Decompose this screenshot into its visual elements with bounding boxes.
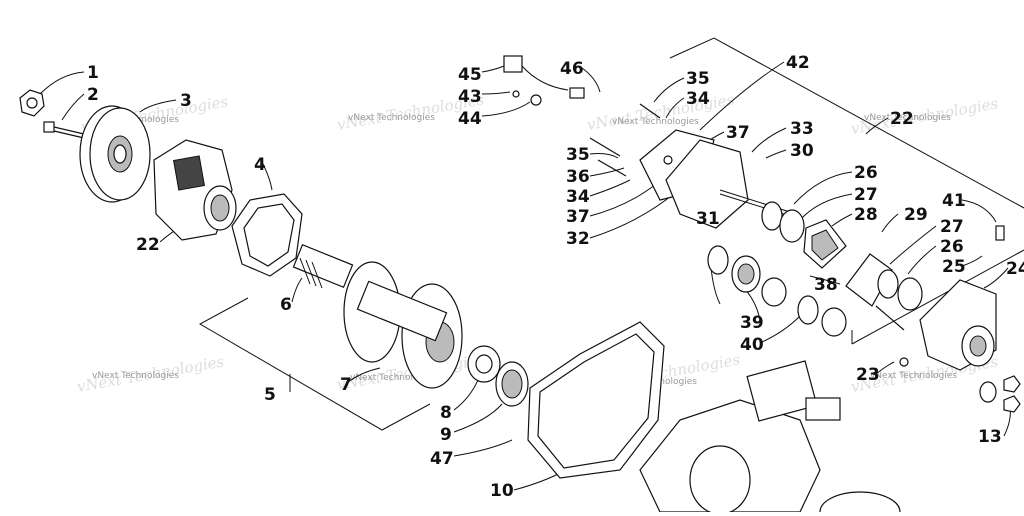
label-36: 36	[566, 167, 590, 187]
label-8: 8	[440, 403, 452, 423]
part-drive-sprocket-7	[343, 261, 463, 389]
watermark-4: vNext Technologies	[348, 113, 435, 123]
label-27b: 27	[940, 217, 964, 237]
part-brake-pad-28	[803, 219, 847, 269]
label-34a: 34	[686, 89, 710, 109]
part-bearing-8	[467, 345, 501, 383]
label-5: 5	[264, 385, 276, 405]
label-10: 10	[490, 481, 514, 501]
watermark-16: vNext Technologies	[870, 371, 957, 381]
label-42: 42	[786, 53, 810, 73]
assembly-brackets	[198, 37, 1024, 431]
label-24: 24	[1006, 259, 1024, 279]
label-47: 47	[430, 449, 454, 469]
label-1: 1	[87, 63, 99, 83]
part-bolt-2	[43, 121, 85, 139]
label-28: 28	[854, 205, 878, 225]
label-31: 31	[696, 209, 720, 229]
watermark-12: vNext Technologies	[350, 373, 437, 383]
callout-labels: 1 2 3 4 22 6 5 7 8 9 47 10 45 43 44 46 3…	[87, 53, 1024, 501]
label-29: 29	[904, 205, 928, 225]
label-38: 38	[814, 275, 838, 295]
label-2: 2	[87, 85, 99, 105]
label-44: 44	[458, 109, 482, 129]
part-sprocket-3	[79, 105, 151, 203]
label-27a: 27	[854, 185, 878, 205]
part-bolts-35-36	[589, 103, 661, 177]
part-shaft-6	[292, 243, 354, 289]
part-bearing-9	[495, 361, 529, 407]
part-caliper-24	[919, 225, 1005, 371]
part-gasket-10	[527, 321, 665, 479]
watermarks: vNext Technologies vNext Technologies vN…	[76, 90, 1000, 396]
label-32: 32	[566, 229, 590, 249]
watermark-5: vNext Technologies	[586, 90, 736, 134]
label-4: 4	[254, 155, 266, 175]
label-33: 33	[790, 119, 814, 139]
part-bolt-23	[875, 305, 909, 367]
part-bearing-26	[761, 201, 805, 243]
label-3: 3	[180, 91, 192, 111]
label-6: 6	[280, 295, 292, 315]
label-9: 9	[440, 425, 452, 445]
label-35b: 35	[566, 145, 590, 165]
label-30: 30	[790, 141, 814, 161]
part-housing-22	[153, 139, 237, 241]
label-45: 45	[458, 65, 482, 85]
label-13: 13	[978, 427, 1002, 447]
watermark-10: vNext Technologies	[92, 371, 179, 381]
label-37a: 37	[726, 123, 750, 143]
label-46: 46	[560, 59, 584, 79]
leader-lines	[39, 61, 1011, 491]
watermark-6: vNext Technologies	[612, 117, 699, 127]
label-26b: 26	[940, 237, 964, 257]
label-22b: 22	[890, 109, 914, 129]
label-25: 25	[942, 257, 966, 277]
part-sensor-45	[503, 55, 585, 106]
part-bearings-38-39-40	[707, 245, 847, 337]
part-brake-plate	[845, 253, 923, 311]
label-43: 43	[458, 87, 482, 107]
label-7: 7	[340, 375, 352, 395]
label-41: 41	[942, 191, 966, 211]
watermark-8: vNext Technologies	[864, 113, 951, 123]
label-26a: 26	[854, 163, 878, 183]
part-nut-1	[19, 89, 45, 117]
label-22a: 22	[136, 235, 160, 255]
part-nuts-13	[979, 375, 1021, 413]
label-23: 23	[856, 365, 880, 385]
part-gasket-4	[231, 193, 303, 277]
label-37b: 37	[566, 207, 590, 227]
label-39: 39	[740, 313, 764, 333]
label-34b: 34	[566, 187, 590, 207]
label-35a: 35	[686, 69, 710, 89]
label-40: 40	[740, 335, 764, 355]
